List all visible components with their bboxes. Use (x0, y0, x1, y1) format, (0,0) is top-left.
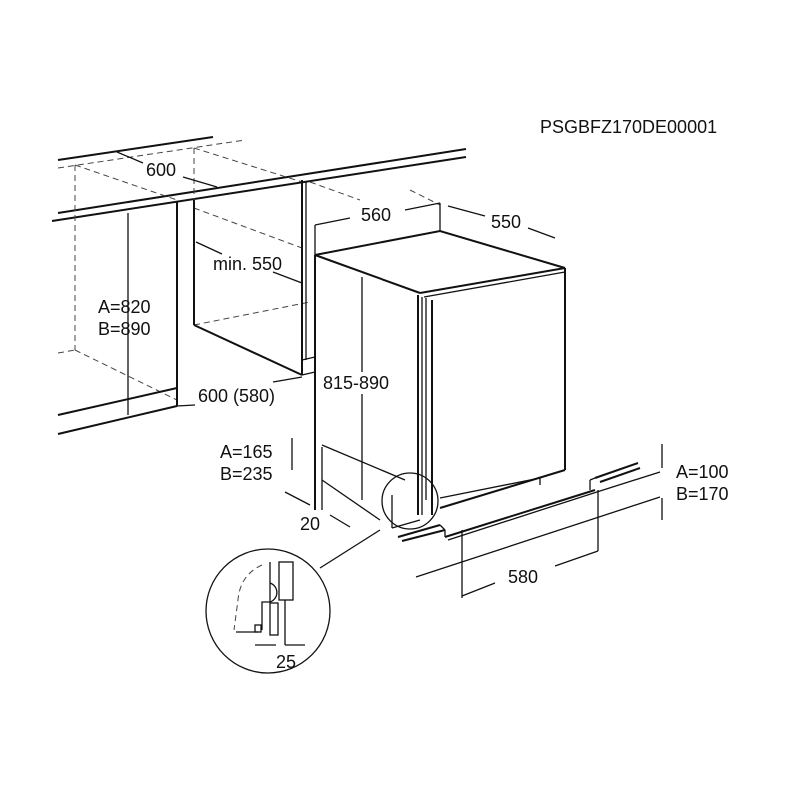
niche-depth-label: 600 (580) (198, 386, 276, 406)
niche-height-b-label: B=890 (98, 319, 151, 339)
door-gap-label: 25 (276, 652, 297, 672)
plinth (397, 462, 661, 578)
niche-width-label: 600 (146, 160, 177, 180)
plinth-offset-label: 20 (300, 514, 321, 534)
appliance-width-label: 560 (361, 205, 392, 225)
model-code: PSGBFZ170DE00001 (540, 117, 718, 137)
plinth-height-a-label: A=100 (676, 462, 729, 482)
niche-min-depth-label: min. 550 (213, 254, 283, 274)
countertop (51, 136, 467, 222)
plinth-vent-b-label: B=235 (220, 464, 273, 484)
plinth-width-label: 580 (508, 567, 539, 587)
appliance-depth-label: 550 (491, 212, 522, 232)
hinge-detail-callout (205, 472, 439, 674)
niche-height-a-label: A=820 (98, 297, 151, 317)
cabinet-sides (57, 180, 316, 435)
plinth-height-b-label: B=170 (676, 484, 729, 504)
plinth-vent-a-label: A=165 (220, 442, 273, 462)
appliance-height-label: 815-890 (323, 372, 390, 394)
